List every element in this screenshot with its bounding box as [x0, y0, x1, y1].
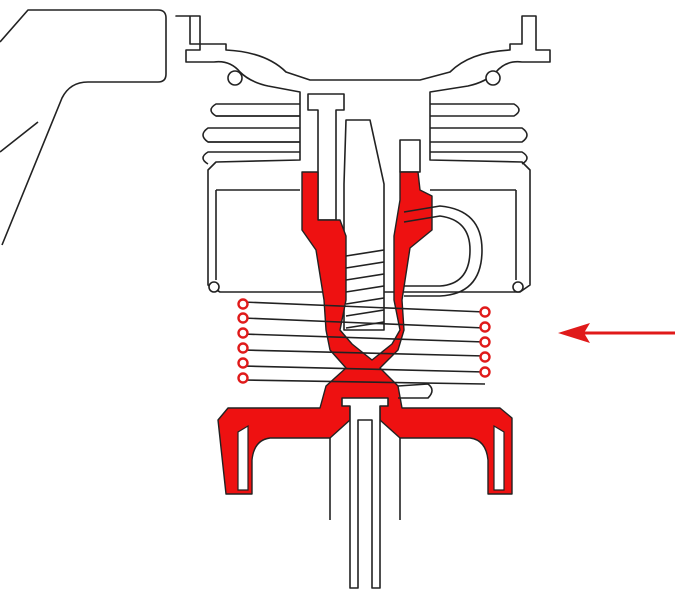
o-ring-right: [485, 70, 501, 86]
bottom-stem: [329, 397, 401, 589]
o-ring-left: [227, 70, 243, 86]
central-bolt: [307, 93, 421, 331]
outer-coil-spring: [237, 298, 491, 385]
direction-arrow: [558, 323, 675, 343]
bypass-tube: [397, 205, 483, 399]
left-arm-outline: [0, 9, 167, 246]
red-valve-body: [217, 171, 513, 495]
arrow-head-icon: [558, 323, 590, 343]
inner-spring: [345, 249, 385, 329]
